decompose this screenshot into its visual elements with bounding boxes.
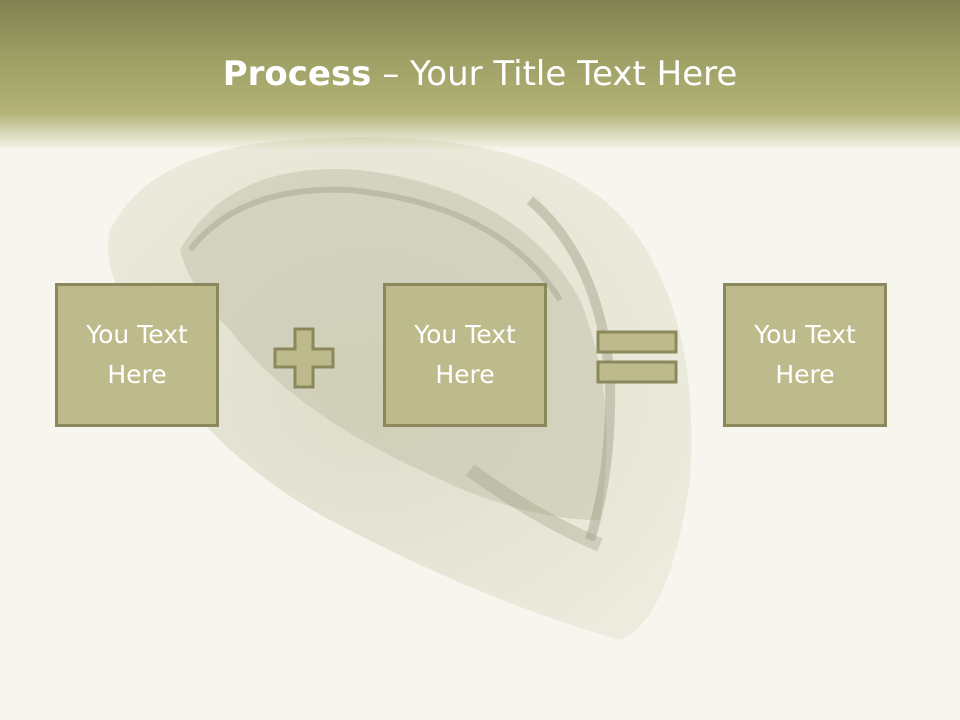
text-box-1[interactable]: You Text Here (55, 283, 219, 427)
plus-icon (273, 327, 335, 389)
text-box-3-label: You Text Here (754, 320, 856, 389)
text-box-1-label: You Text Here (86, 320, 188, 389)
title-bar (0, 0, 960, 150)
title-bold: Process (222, 54, 372, 94)
text-box-3[interactable]: You Text Here (723, 283, 887, 427)
text-box-2-label: You Text Here (414, 320, 516, 389)
text-box-2[interactable]: You Text Here (383, 283, 547, 427)
title-rest: – Your Title Text Here (371, 54, 738, 94)
slide-title[interactable]: Process – Your Title Text Here (0, 52, 960, 96)
equals-icon (596, 330, 678, 384)
